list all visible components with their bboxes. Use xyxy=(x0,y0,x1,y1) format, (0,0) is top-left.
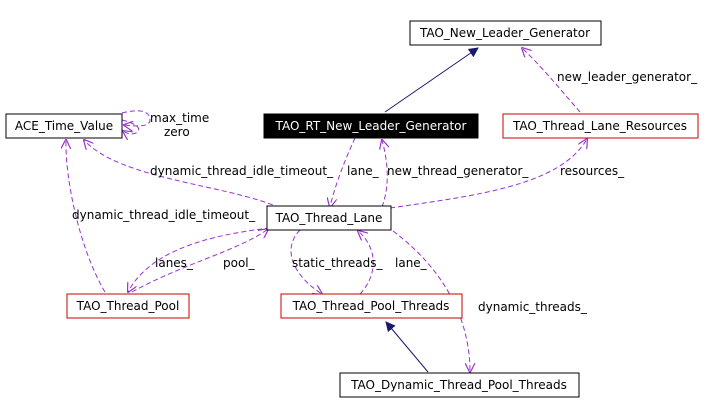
node-label: TAO_Dynamic_Thread_Pool_Threads xyxy=(350,378,567,392)
nodes: TAO_New_Leader_Generator ACE_Time_Value … xyxy=(5,20,699,398)
node-new-leader-generator[interactable]: TAO_New_Leader_Generator xyxy=(409,20,602,46)
edge-label-pool: pool_ xyxy=(223,256,256,270)
node-thread-pool[interactable]: TAO_Thread_Pool xyxy=(66,293,190,319)
edge-label-new-thread-generator: new_thread_generator_ xyxy=(387,164,529,178)
node-ace-time-value[interactable]: ACE_Time_Value xyxy=(5,113,123,139)
node-dynamic-thread-pool-threads[interactable]: TAO_Dynamic_Thread_Pool_Threads xyxy=(339,372,580,398)
edge-label-lane-from-rt: lane_ xyxy=(347,164,380,178)
edge-label-dynamic-threads: dynamic_threads_ xyxy=(478,300,588,314)
usage-edge-lane-from-threads xyxy=(358,231,374,295)
inheritance-edge-dynamic-threads xyxy=(385,321,429,373)
node-label: TAO_RT_New_Leader_Generator xyxy=(275,119,467,133)
usage-edge-lane-idle-timeout xyxy=(84,140,281,209)
node-label: TAO_New_Leader_Generator xyxy=(419,26,590,40)
usage-edge-resources xyxy=(389,139,587,209)
edge-labels: max_time zero new_leader_generator_ dyna… xyxy=(72,70,698,314)
node-thread-lane-resources[interactable]: TAO_Thread_Lane_Resources xyxy=(502,113,699,139)
node-thread-lane[interactable]: TAO_Thread_Lane xyxy=(266,205,392,231)
edge-label-lane-from-threads: lane_ xyxy=(395,256,428,270)
edge-label-lane-idle-timeout: dynamic_thread_idle_timeout_ xyxy=(150,164,334,178)
usage-edge-pool-idle-timeout xyxy=(66,140,106,293)
node-rt-new-leader-generator[interactable]: TAO_RT_New_Leader_Generator xyxy=(263,113,479,139)
usage-edge-new-leader-generator xyxy=(522,48,581,113)
edge-label-pool-idle-timeout: dynamic_thread_idle_timeout_ xyxy=(72,208,256,222)
usage-edge-pool xyxy=(131,229,268,293)
edge-label-lanes: lanes_ xyxy=(155,256,194,270)
node-thread-pool-threads[interactable]: TAO_Thread_Pool_Threads xyxy=(280,293,463,319)
usage-edge-new-thread-generator xyxy=(382,140,387,208)
usage-edge-static-threads xyxy=(290,229,322,294)
node-label: TAO_Thread_Lane_Resources xyxy=(512,119,687,133)
edge-label-resources: resources_ xyxy=(560,164,625,178)
usage-edge-zero xyxy=(122,119,140,134)
usage-edge-lanes xyxy=(128,227,271,292)
node-label: TAO_Thread_Lane xyxy=(275,211,383,225)
edge-label-new-leader-generator: new_leader_generator_ xyxy=(557,70,698,84)
node-label: ACE_Time_Value xyxy=(15,119,113,133)
edge-label-static-threads: static_threads_ xyxy=(292,256,384,270)
edge-label-max-time: max_time xyxy=(150,111,209,125)
inheritance-edge-rt-generator xyxy=(384,47,479,113)
node-label: TAO_Thread_Pool xyxy=(76,299,180,313)
usage-edge-max-time xyxy=(121,110,151,126)
node-label: TAO_Thread_Pool_Threads xyxy=(292,299,450,313)
usage-edge-lane-from-rt xyxy=(330,137,356,207)
edge-label-zero: zero xyxy=(164,125,190,139)
